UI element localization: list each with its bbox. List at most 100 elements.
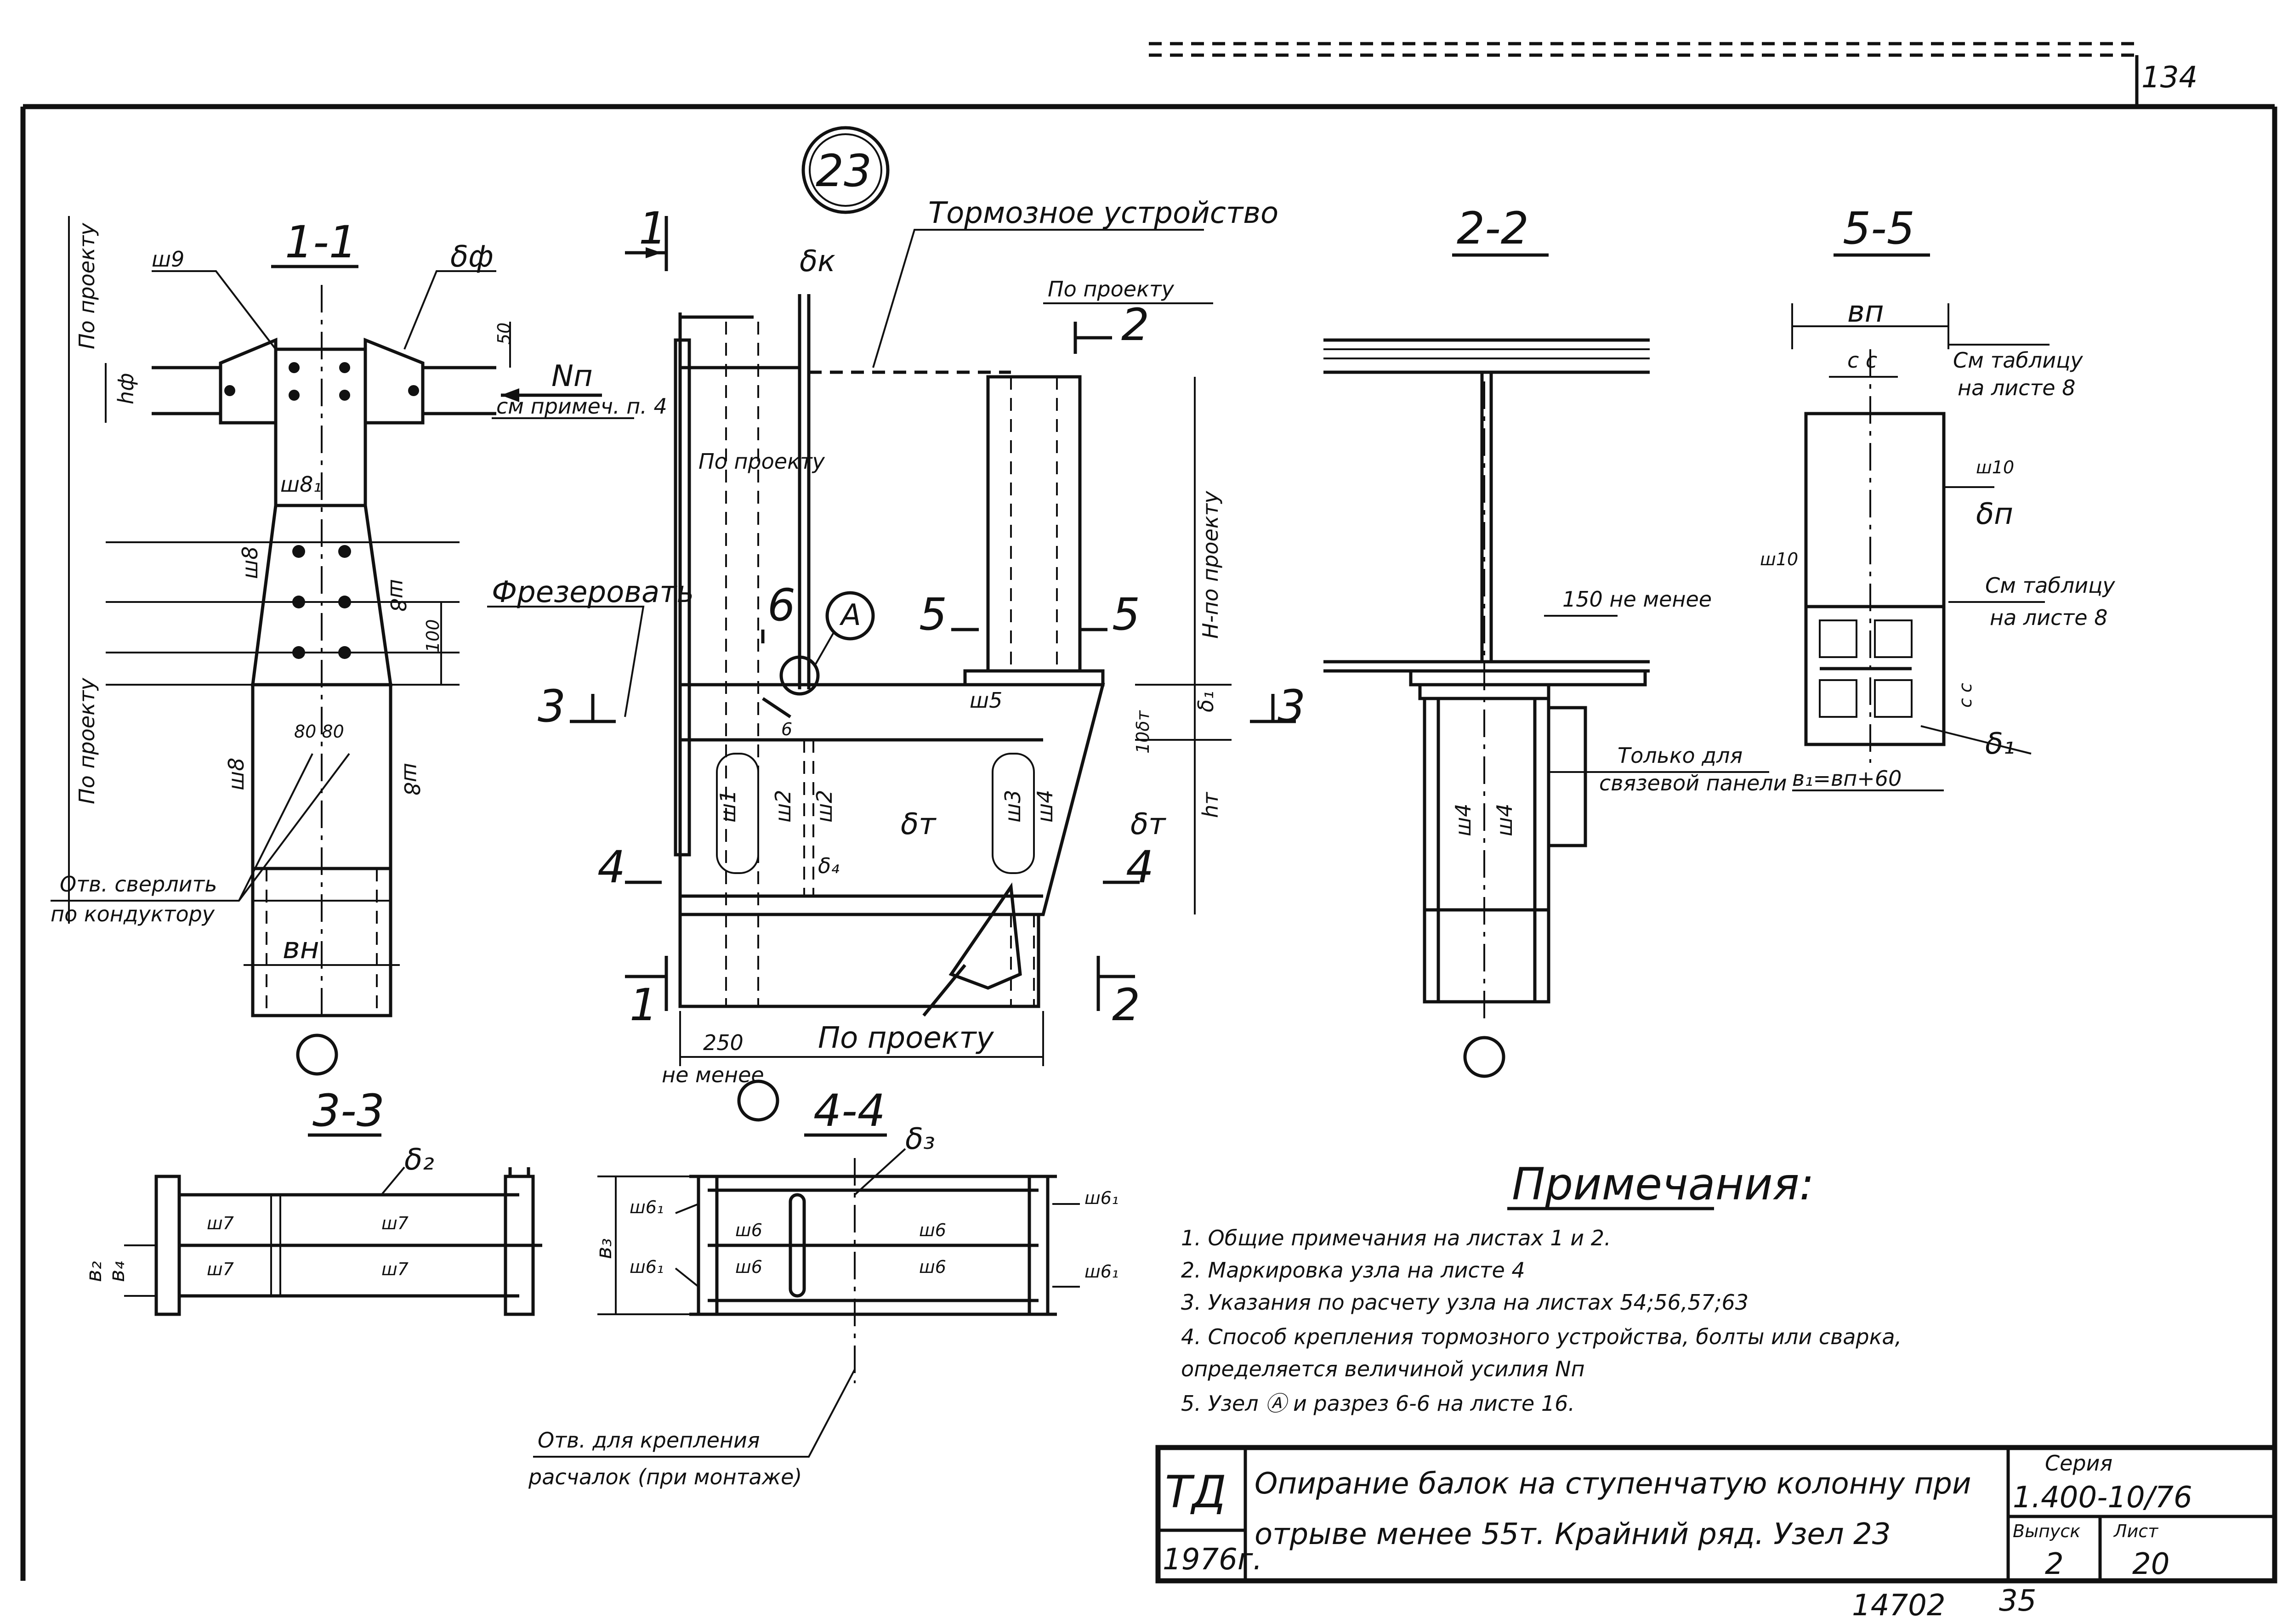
label-bn: вн — [283, 931, 319, 965]
drawing-title-1: Опирание балок на ступенчатую колонну пр… — [1255, 1467, 1971, 1501]
sheet-frame — [20, 42, 2277, 1581]
label-sh8-d: ш8 — [399, 763, 424, 795]
label-dim80: 80 80 — [294, 721, 344, 742]
note-1: 1. Общие примечания на листах 1 и 2. — [1181, 1226, 1611, 1250]
label-Nn: Nп — [551, 359, 593, 393]
year: 1976г. — [1163, 1543, 1262, 1577]
cut-1-top: 1 — [639, 203, 667, 254]
H-label: Н-по проекту — [1198, 491, 1223, 639]
table2-1: См таблицу — [1985, 573, 2115, 598]
section-title-3-3: 3-3 — [312, 1085, 385, 1136]
holes-note-2: расчалок (при монтаже) — [528, 1465, 802, 1489]
label-sh4: ш4 — [1033, 790, 1057, 823]
note-5: 5. Узел Ⓐ и разрез 6-6 на листе 16. — [1181, 1391, 1575, 1416]
cut-2-bot: 2 — [1112, 979, 1140, 1031]
label-sh4a: ш4 — [1451, 804, 1476, 836]
label-note-ref: см примеч. п. 4 — [496, 394, 667, 419]
section-title-1-1: 1-1 — [285, 216, 357, 268]
note-2: 2. Маркировка узла на листе 4 — [1181, 1258, 1525, 1283]
section-title-2-2: 2-2 — [1457, 203, 1529, 254]
table1-1: См таблицу — [1953, 348, 2083, 373]
label-sh5: ш5 — [970, 688, 1002, 713]
label-sh6-2: ш6₁ — [630, 1257, 664, 1277]
view-1-1: 1-1 — [51, 216, 667, 1076]
label-sh7c: ш7 — [207, 1259, 234, 1279]
label-sh2b: ш2 — [812, 790, 837, 823]
label-sh6d: ш6 — [919, 1257, 946, 1277]
label-sh6-1: ш6₁ — [630, 1197, 664, 1217]
footer-num-1: 14702 — [1852, 1589, 1946, 1623]
label-10delta: 10δт — [1133, 710, 1153, 754]
list-value: 20 — [2132, 1547, 2169, 1581]
series-value: 1.400-10/76 — [2013, 1481, 2192, 1515]
node-badge-number: 23 — [816, 145, 872, 197]
label-sh7d: ш7 — [381, 1259, 409, 1279]
node-A: А — [839, 598, 861, 632]
delta-k: δк — [800, 244, 835, 278]
cut-6: 6 — [767, 579, 795, 631]
label-delta-p: δп — [1976, 497, 2013, 531]
label-sh4b: ш4 — [1492, 804, 1517, 836]
label-delta4: δ₄ — [818, 853, 840, 878]
label-sh6-3: ш6₁ — [1084, 1188, 1118, 1208]
footer-num-2: 35 — [1999, 1584, 2036, 1618]
po-proektu-b: По проекту — [698, 449, 825, 474]
table1-2: на листе 8 — [1958, 375, 2075, 400]
list-label: Лист — [2113, 1521, 2159, 1541]
vypusk-label: Выпуск — [2013, 1521, 2080, 1541]
label-b2: в₂ — [81, 1261, 106, 1282]
section-title-4-4: 4-4 — [813, 1085, 886, 1136]
top-bolts — [224, 362, 419, 401]
label-dim250: 250 — [703, 1030, 744, 1055]
label-cc: с с — [1847, 348, 1877, 373]
label-sh2a: ш2 — [771, 790, 795, 823]
label-sh8-c: ш8 — [224, 758, 249, 790]
cut-1-bot: 1 — [630, 979, 658, 1031]
only-for-2: связевой панели — [1599, 771, 1787, 795]
label-sh10b: ш10 — [1760, 549, 1798, 569]
label-sh6c: ш6 — [735, 1257, 762, 1277]
label-h-f: hф — [114, 373, 138, 404]
label-delta3: δ₃ — [905, 1122, 935, 1156]
label-sh9: ш9 — [152, 247, 184, 272]
view-3-3: 3-3 δ₂ ш7 ш7 ш7 ш7 в₂ в₄ — [81, 1085, 542, 1316]
label-sh6b: ш6 — [919, 1220, 946, 1240]
po-proektu-c: По проекту — [818, 1021, 994, 1055]
sheet-number: 134 — [2141, 61, 2197, 95]
note-4b: определяется величиной усилия Nп — [1181, 1357, 1585, 1381]
label-delta-t1: δт — [901, 807, 937, 841]
cut-2-top: 2 — [1121, 299, 1149, 351]
node-badge: 23 — [801, 126, 890, 214]
section-title-5-5: 5-5 — [1843, 203, 1915, 254]
view-4-4: 4-4 δ₃ в₃ ш6₁ ш6₁ ш6₁ ш6₁ ш6 ш6 ш6 ш6 От… — [528, 1085, 1118, 1489]
brake-device-label: Тормозное устройство — [928, 196, 1278, 230]
mill-label: Фрезеровать — [492, 575, 694, 609]
label-delta-f: δф — [450, 240, 494, 274]
notes-title: Примечания: — [1512, 1158, 1814, 1210]
label-cc2: с с — [1955, 683, 1976, 708]
drill-note-1: Отв. сверлить — [60, 872, 217, 897]
only-for-1: Только для — [1618, 743, 1743, 768]
label-b1: в₁=вп+60 — [1792, 766, 1902, 791]
po-proektu-a: По проекту — [1048, 277, 1175, 301]
cut-4-left: 4 — [597, 841, 625, 893]
label-ht: hт — [1198, 792, 1223, 818]
holes-note-1: Отв. для крепления — [538, 1428, 760, 1453]
view-2-2: 2-2 150 не менее ш4 ш4 Только для связев… — [1323, 203, 1787, 1078]
title-block: ТД 1976г. Опирание балок на ступенчатую … — [1155, 1445, 2277, 1584]
label-bp: вп — [1847, 295, 1884, 329]
label-sh8-1: ш8₁ — [280, 472, 322, 497]
label-delta1-55: δ₁ — [1985, 727, 2015, 761]
drawing-title-2: отрыве менее 55т. Крайний ряд. Узел 23 — [1255, 1517, 1891, 1551]
label-delta-t2: δт — [1130, 807, 1166, 841]
label-delta1: δ₁ — [1193, 691, 1218, 712]
cut-4-right: 4 — [1126, 841, 1154, 893]
po-proektu-top: По проекту — [74, 222, 99, 349]
vypusk-value: 2 — [2045, 1547, 2064, 1581]
org-code: ТД — [1165, 1466, 1226, 1518]
label-b3: в₃ — [591, 1238, 616, 1259]
label-dim50: 50 — [494, 323, 514, 345]
note-3: 3. Указания по расчету узла на листах 54… — [1181, 1290, 1749, 1315]
cut-5-left: 5 — [919, 589, 947, 640]
